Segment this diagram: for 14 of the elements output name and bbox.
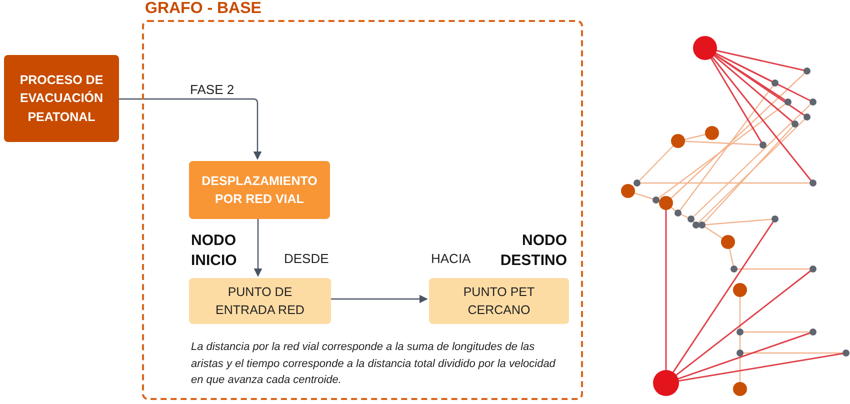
node-caption: NODO INICIO [191, 231, 238, 272]
edge-end-label: HACIA [431, 251, 471, 266]
node-caption: NODO DESTINO [499, 231, 567, 272]
edge-end-label: DESDE [284, 251, 329, 266]
edge-label: FASE 2 [190, 82, 234, 97]
process-box: DESPLAZAMIENTO POR RED VIAL [189, 161, 330, 219]
arrow [254, 217, 262, 277]
node-box: PUNTO PET CERCANO [429, 278, 569, 324]
process-box: PROCESO DE EVACUACIÓN PEATONAL [4, 55, 119, 142]
note-text: La distancia por la red vial corresponde a la suma de longitudes de las aristas y el tiempo corresponde a la distancia total dividido por la velocidad en que avanza cada centroide. [191, 340, 556, 388]
node-box: PUNTO DE ENTRADA RED [189, 278, 331, 324]
arrow [119, 98, 262, 160]
group-title: GRAFO - BASE [145, 0, 262, 18]
arrow [329, 294, 428, 304]
